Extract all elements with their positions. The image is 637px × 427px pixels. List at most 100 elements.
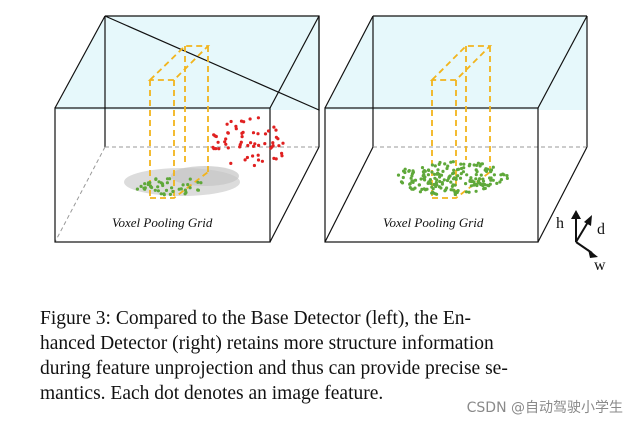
caption-line-3: during feature unprojection and thus can… — [40, 358, 508, 379]
feature-dot — [274, 157, 278, 161]
feature-dot — [226, 131, 230, 135]
feature-dot — [399, 180, 404, 184]
feature-dot — [238, 143, 242, 147]
feature-dot — [249, 141, 253, 145]
feature-dot — [491, 165, 495, 169]
feature-dot — [476, 161, 480, 165]
feature-dot — [183, 188, 187, 192]
caption-line-1: Figure 3: Compared to the Base Detector … — [40, 308, 472, 329]
feature-dot — [251, 154, 255, 158]
feature-dot — [445, 166, 449, 171]
feature-dot — [434, 180, 438, 185]
feature-dot — [468, 178, 472, 182]
feature-dot — [422, 172, 426, 177]
feature-dot — [188, 177, 192, 181]
feature-dot — [263, 132, 268, 136]
feature-dot — [411, 180, 415, 184]
feature-dot — [467, 190, 471, 194]
feature-dot — [277, 144, 281, 148]
feature-dot — [196, 180, 200, 184]
feature-dot — [280, 151, 284, 155]
feature-dot — [252, 163, 256, 168]
feature-dot — [153, 188, 157, 192]
feature-dot — [430, 191, 434, 195]
feature-dot — [161, 183, 165, 188]
feature-dot — [428, 178, 432, 182]
feature-dot — [417, 183, 421, 187]
axis-indicator: h d w — [556, 210, 606, 274]
feature-dot — [281, 141, 285, 145]
feature-dot — [241, 130, 245, 134]
feature-dot — [457, 167, 461, 171]
feature-dot — [474, 189, 478, 193]
feature-dot — [256, 153, 260, 157]
feature-dot — [454, 176, 458, 180]
feature-dot — [422, 187, 426, 191]
feature-dot — [256, 132, 260, 136]
feature-dot — [452, 171, 456, 175]
feature-dot — [439, 173, 444, 177]
feature-dot — [482, 186, 486, 191]
feature-dot — [411, 170, 415, 174]
feature-dot — [408, 182, 412, 186]
feature-dot — [256, 158, 261, 162]
left-feature-dots-red — [211, 116, 285, 168]
feature-dot — [458, 176, 463, 180]
feature-dot — [143, 186, 147, 190]
feature-dot — [229, 119, 233, 124]
feature-dot — [423, 175, 427, 179]
feature-dot — [410, 174, 414, 178]
feature-dot — [251, 131, 256, 135]
feature-dot — [472, 183, 476, 187]
feature-dot — [240, 135, 244, 139]
feature-dot — [499, 173, 503, 177]
feature-dot — [407, 169, 411, 173]
feature-dot — [484, 167, 488, 171]
feature-dot — [491, 178, 495, 182]
feature-dot — [229, 161, 233, 165]
feature-dot — [474, 182, 478, 186]
left-panel-voxel-box: Voxel Pooling Grid — [54, 15, 320, 243]
feature-dot — [252, 144, 256, 148]
feature-dot — [413, 186, 417, 190]
feature-dot — [423, 178, 427, 182]
feature-dot — [224, 137, 228, 141]
feature-dot — [505, 174, 509, 178]
feature-dot — [498, 180, 502, 184]
feature-dot — [217, 147, 221, 151]
feature-dot — [505, 176, 509, 180]
left-feature-dots-green — [135, 177, 203, 197]
feature-dot — [426, 173, 430, 177]
feature-dot — [499, 178, 503, 182]
feature-dot — [164, 188, 169, 192]
feature-dot — [492, 173, 496, 177]
feature-dot — [487, 184, 491, 188]
feature-dot — [472, 163, 476, 167]
feature-dot — [165, 181, 169, 185]
feature-dot — [426, 181, 430, 185]
feature-dot — [280, 154, 284, 158]
feature-dot — [449, 180, 453, 184]
feature-dot — [452, 168, 456, 172]
feature-dot — [437, 185, 441, 189]
right-feature-dots-green — [396, 160, 509, 197]
feature-dot — [274, 135, 278, 139]
feature-dot — [459, 172, 463, 176]
feature-dot — [433, 164, 437, 168]
feature-dot — [475, 163, 479, 167]
caption-line-2: hanced Detector (right) retains more str… — [40, 333, 494, 354]
feature-dot — [474, 173, 478, 177]
feature-dot — [242, 120, 246, 124]
feature-dot — [274, 128, 278, 132]
feature-dot — [453, 190, 457, 194]
feature-dot — [419, 177, 423, 181]
feature-dot — [435, 192, 439, 196]
feature-dot — [451, 183, 455, 187]
feature-dot — [495, 181, 499, 185]
feature-dot — [246, 143, 250, 148]
feature-dot — [199, 181, 203, 185]
feature-dot — [224, 142, 228, 146]
feature-dot — [170, 186, 174, 190]
feature-dot — [143, 182, 147, 186]
feature-dot — [266, 129, 271, 133]
